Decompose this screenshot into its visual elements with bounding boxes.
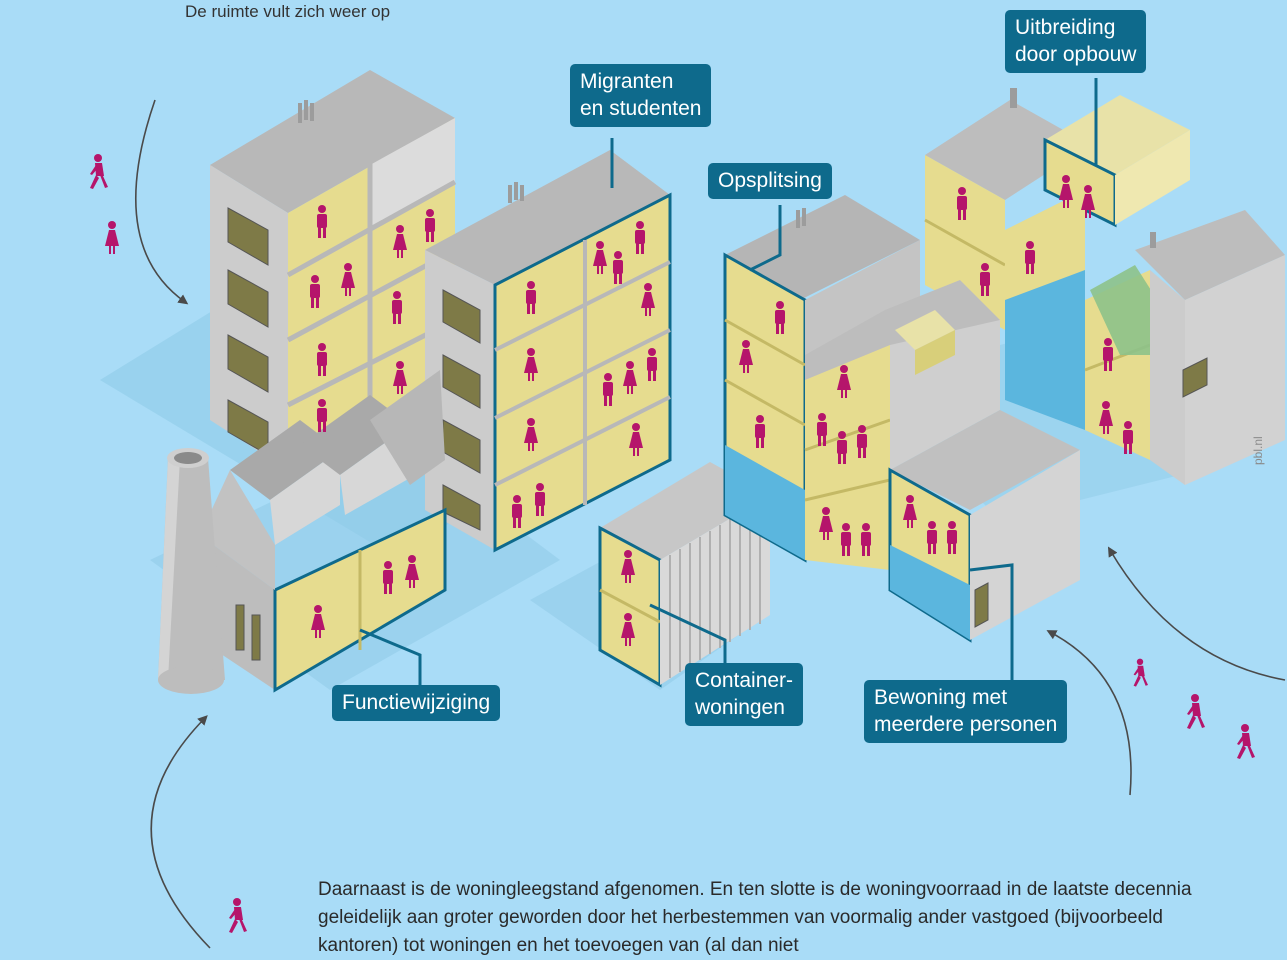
flow-arrows <box>134 99 1286 949</box>
label-migranten: Migranten en studenten <box>570 64 712 127</box>
building-left-tall <box>210 70 457 470</box>
factory <box>158 370 447 694</box>
label-pointers <box>359 78 1098 685</box>
building-right-back <box>924 88 1285 485</box>
label-opsplitsing: Opsplitsing <box>708 163 832 199</box>
watermark-text: pbl.nl <box>1251 436 1265 465</box>
label-functiewijziging: Functiewijziging <box>332 685 501 721</box>
building-right-front <box>723 195 1080 643</box>
container-home <box>598 462 770 688</box>
label-container: Container- woningen <box>685 663 804 726</box>
building-middle-tall <box>425 150 672 553</box>
subtitle: De ruimte vult zich weer op <box>185 2 391 21</box>
body-paragraph: Daarnaast is de woningleegstand afgenome… <box>318 879 1192 956</box>
label-uitbreiding: Uitbreiding door opbouw <box>1005 10 1147 73</box>
label-bewoning: Bewoning met meerdere personen <box>864 680 1068 743</box>
